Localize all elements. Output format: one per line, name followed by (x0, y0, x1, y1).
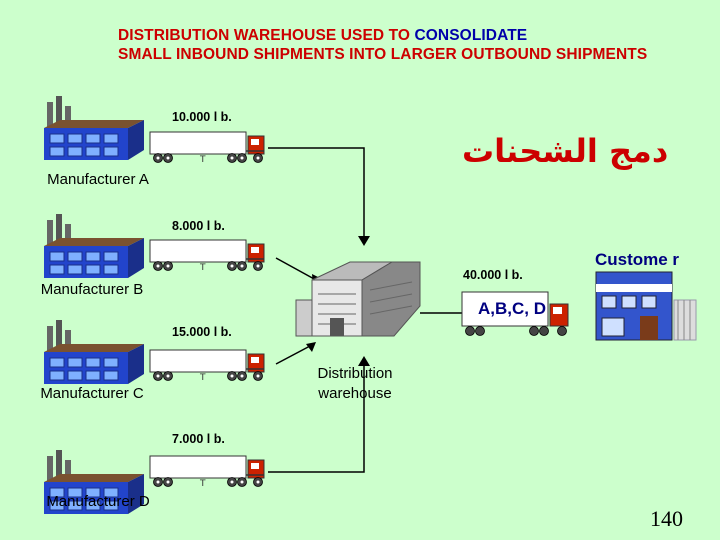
customer-label: Custome r (592, 250, 682, 270)
weight-d: 7.000 l b. (172, 432, 225, 446)
outbound-weight: 40.000 l b. (463, 268, 523, 282)
weight-a: 10.000 l b. (172, 110, 232, 124)
truck-d-icon (150, 456, 264, 489)
truck-b-icon (150, 240, 264, 273)
factory-c-icon (44, 320, 144, 384)
outbound-load-label: A,B,C, D (472, 298, 552, 320)
manufacturer-a-label: Manufacturer A (38, 170, 158, 190)
weight-b: 8.000 l b. (172, 219, 225, 233)
manufacturer-b-label: Manufacturer B (32, 280, 152, 300)
manufacturer-c-label: Manufacturer C (32, 384, 152, 404)
factory-a-icon (44, 96, 144, 160)
customer-store-icon (596, 272, 696, 340)
truck-c-icon (150, 350, 264, 383)
warehouse-label: Distribution warehouse (300, 364, 410, 404)
page-number: 140 (650, 506, 683, 532)
truck-a-icon (150, 132, 264, 165)
factory-b-icon (44, 214, 144, 278)
weight-c: 15.000 l b. (172, 325, 232, 339)
manufacturer-d-label: Manufacturer D (38, 492, 158, 512)
warehouse-icon (296, 262, 420, 336)
